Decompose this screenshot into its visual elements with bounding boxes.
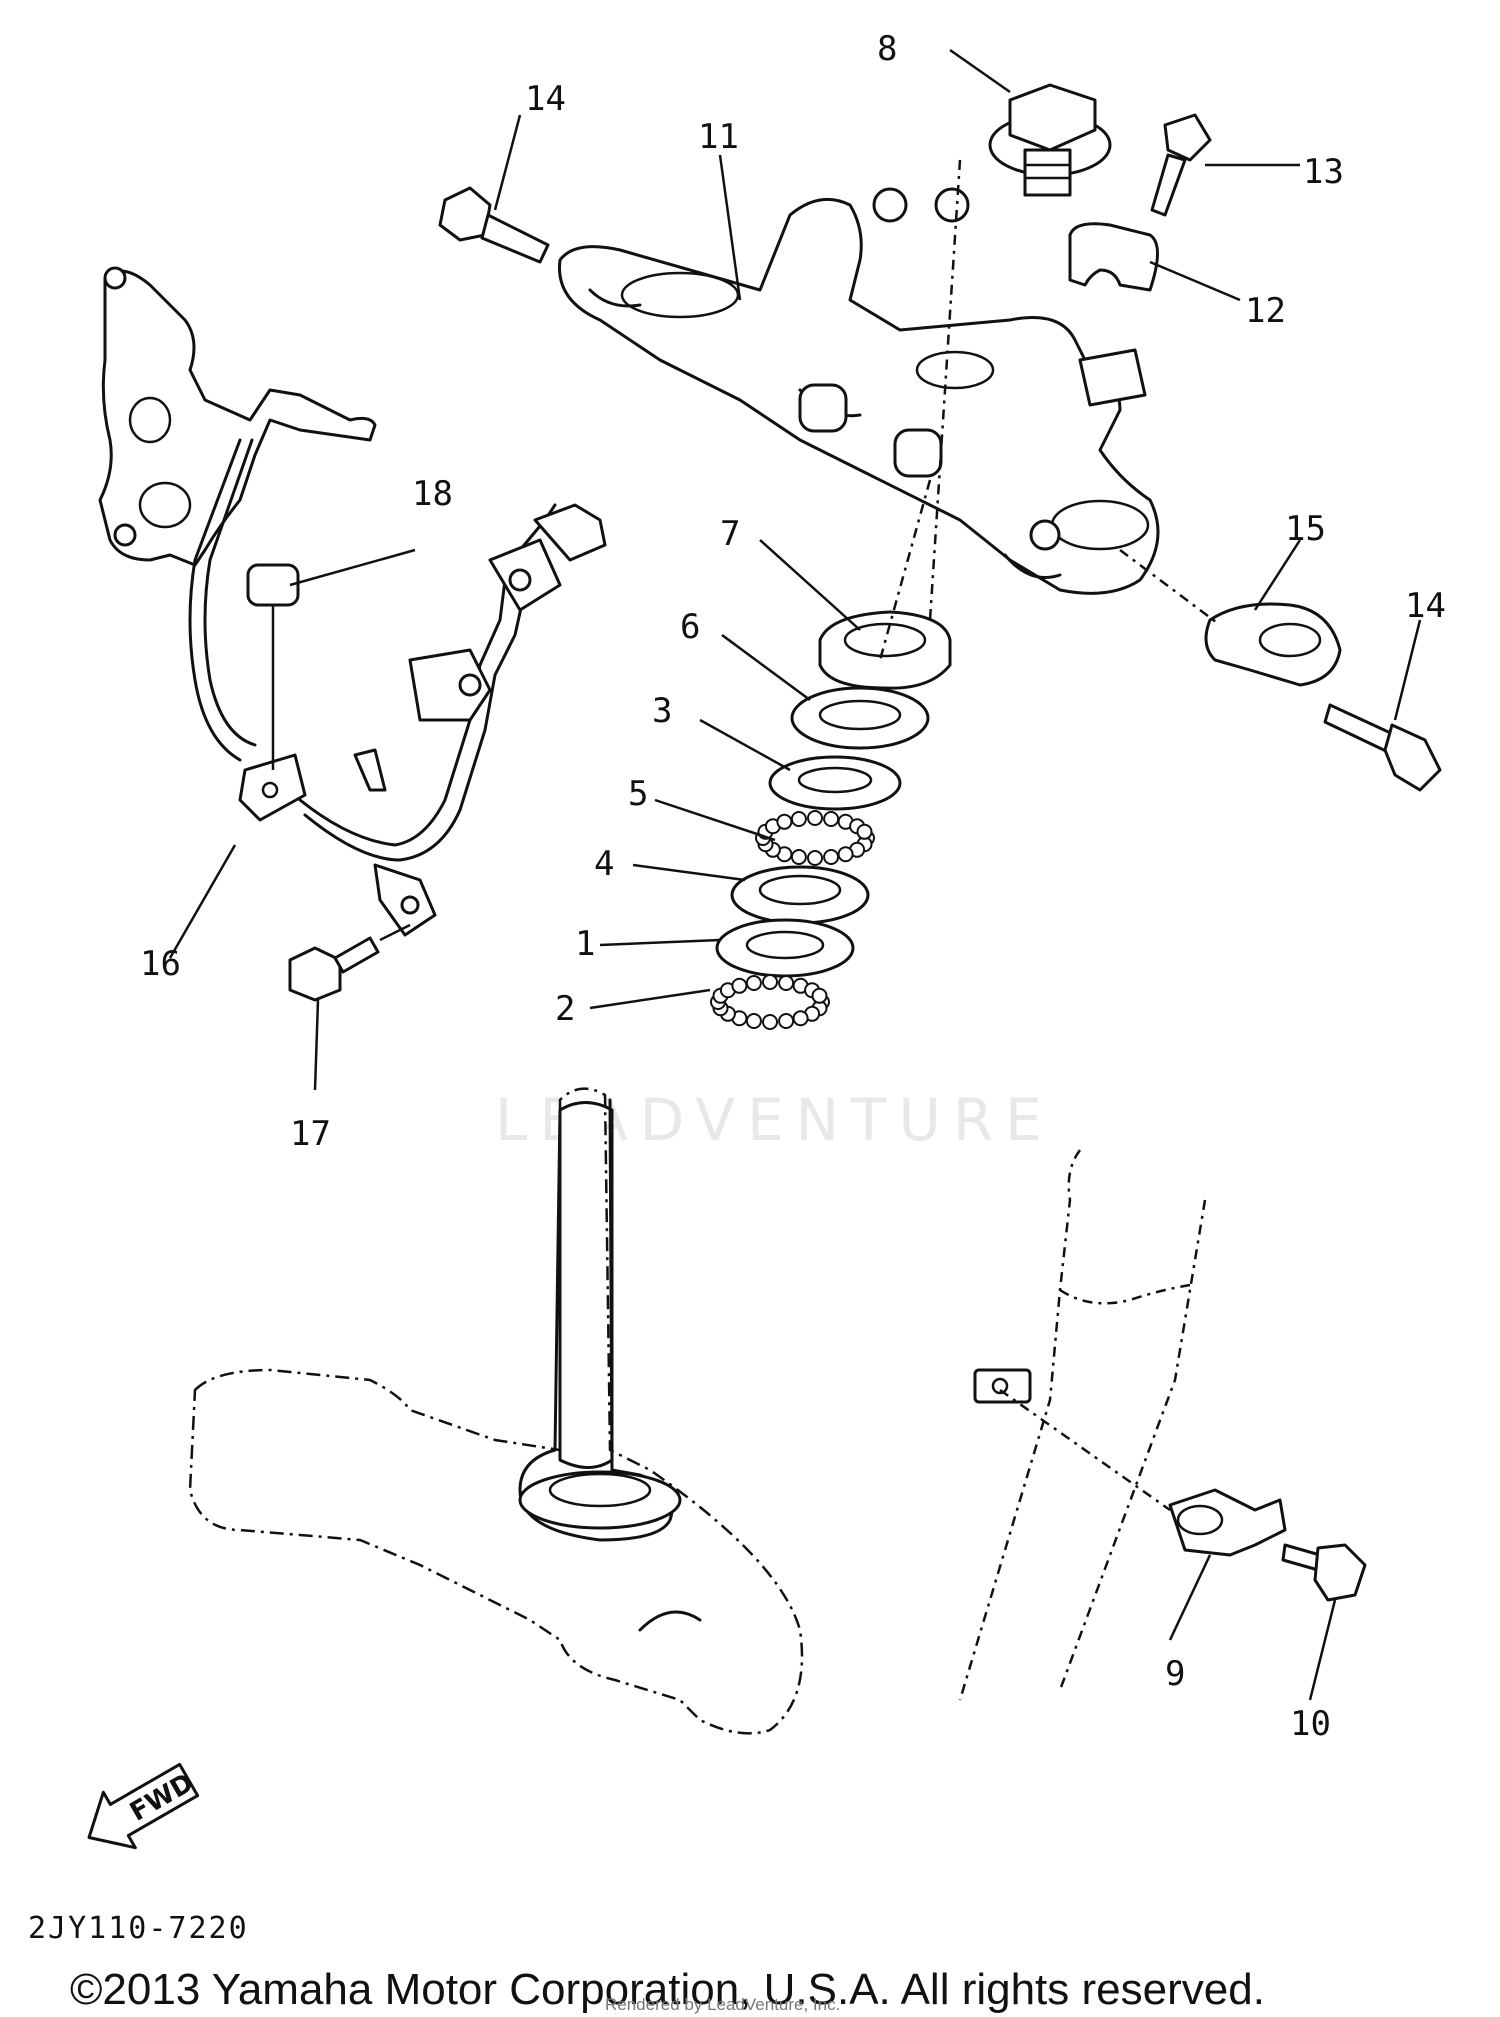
part-label-4: 4 xyxy=(594,844,614,884)
bolt-14-left xyxy=(438,186,550,264)
part-label-8: 8 xyxy=(877,29,897,69)
bearing-ball xyxy=(762,1014,778,1030)
bearing-ball xyxy=(792,1010,809,1027)
washer-6 xyxy=(790,686,930,750)
bolt-10 xyxy=(1281,1543,1367,1602)
part-label-14b: 14 xyxy=(1405,586,1446,626)
part-label-12: 12 xyxy=(1245,291,1286,331)
centerline-upper xyxy=(928,159,962,621)
bolt-13 xyxy=(1150,113,1212,217)
drawing-code: 2JY110-7220 xyxy=(28,1911,249,1946)
centerline-stack xyxy=(878,479,932,661)
handlebar-holder-cap xyxy=(1068,222,1159,292)
copyright-text: ©2013 Yamaha Motor Corporation, U.S.A. A… xyxy=(70,1965,1265,2014)
ball-bearing-2 xyxy=(710,974,830,1030)
bearing-ball xyxy=(837,846,854,863)
part-label-11: 11 xyxy=(698,117,739,157)
upper-bracket xyxy=(558,187,1160,595)
bearing-race-1 xyxy=(715,918,855,978)
bearing-ball xyxy=(790,849,807,865)
grommet-18 xyxy=(246,563,300,770)
bearing-race-3 xyxy=(768,755,902,811)
centerline-clamp xyxy=(1119,549,1221,626)
bearing-ball xyxy=(731,977,748,994)
bolt-17 xyxy=(288,923,411,1002)
bearing-race-4 xyxy=(730,865,870,925)
part-label-18: 18 xyxy=(412,474,453,514)
bearing-ball xyxy=(807,810,823,826)
part-label-7: 7 xyxy=(720,514,740,554)
bearing-ball xyxy=(762,974,778,990)
leader-lines xyxy=(168,48,1422,1701)
bearing-ball xyxy=(776,813,793,830)
bearing-ball xyxy=(790,811,807,827)
bearing-ball xyxy=(823,811,840,827)
part-label-6: 6 xyxy=(680,607,700,647)
ball-bearing-5 xyxy=(755,810,875,866)
clamp-15 xyxy=(1204,602,1342,687)
steering-stem-nut xyxy=(988,83,1112,197)
part-label-9: 9 xyxy=(1165,1654,1185,1694)
rendered-by-text: Rendered by LeadVenture, Inc. xyxy=(605,1995,840,2014)
part-label-17: 17 xyxy=(290,1114,331,1154)
part-labels: 8 11 13 12 14 15 14 7 6 3 5 4 1 2 18 16 … xyxy=(140,29,1446,1744)
headlight-stay xyxy=(98,266,607,937)
part-label-13: 13 xyxy=(1303,152,1344,192)
bolt-14-right xyxy=(1323,703,1442,792)
part-label-2: 2 xyxy=(555,989,575,1029)
part-label-3: 3 xyxy=(652,691,672,731)
part-label-5: 5 xyxy=(628,774,648,814)
bearing-ball xyxy=(778,1013,795,1029)
fork-tube-phantom xyxy=(958,1149,1207,1701)
lower-bracket-phantom xyxy=(188,1087,804,1735)
part-label-14a: 14 xyxy=(525,79,566,119)
bearing-ball xyxy=(745,975,762,991)
clamp-9 xyxy=(1168,1488,1287,1557)
bearing-ball xyxy=(823,849,840,865)
bearing-ball xyxy=(811,987,828,1004)
part-label-16: 16 xyxy=(140,944,181,984)
part-label-15: 15 xyxy=(1285,509,1326,549)
bearing-ball xyxy=(807,850,823,866)
ring-nut xyxy=(818,610,952,690)
part-label-1: 1 xyxy=(575,924,595,964)
forward-arrow-icon: FWD xyxy=(87,1762,200,1850)
part-label-10: 10 xyxy=(1290,1704,1331,1744)
bearing-ball xyxy=(856,823,873,840)
bearing-ball xyxy=(745,1013,762,1029)
bearing-ball xyxy=(778,975,795,991)
